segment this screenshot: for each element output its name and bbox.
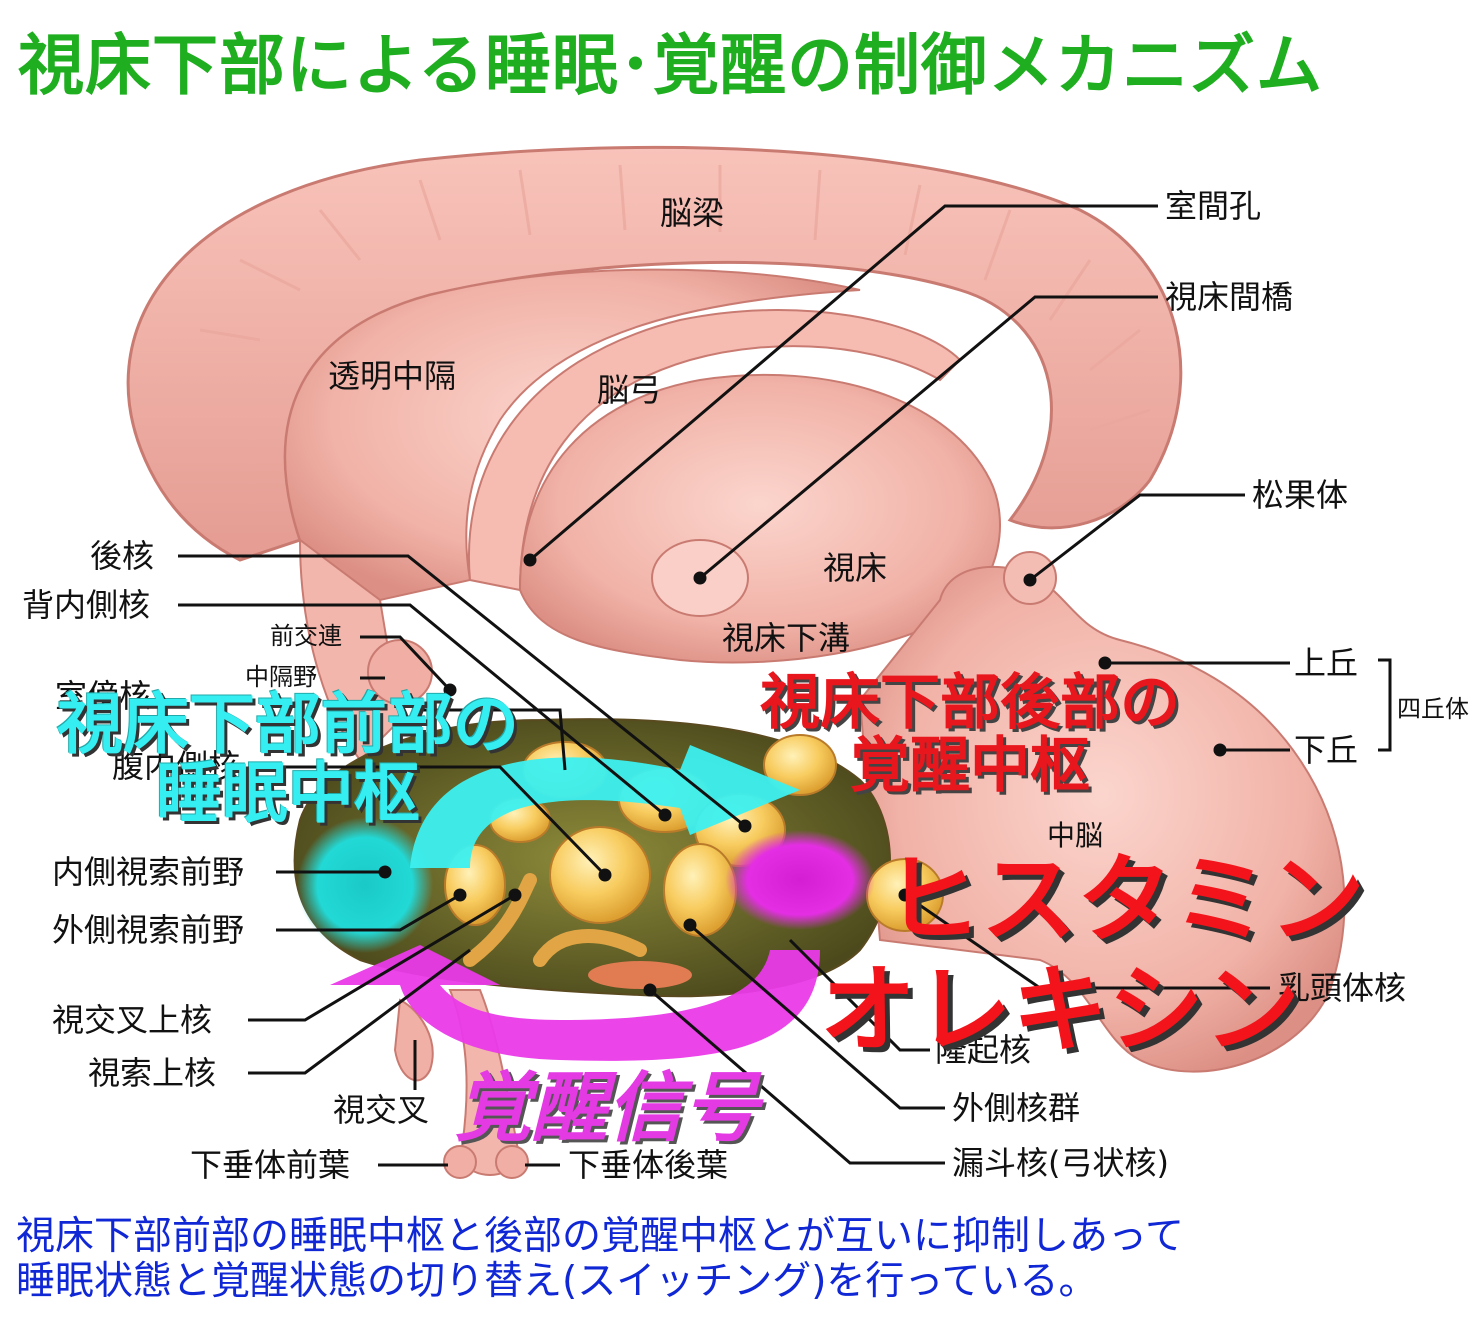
label-fornix: 脳弓 xyxy=(597,371,662,409)
label-septum-pellucidum: 透明中隔 xyxy=(328,357,457,395)
wake-center-callout: 視床下部後部の 覚醒中枢 xyxy=(700,672,1240,798)
label-lateral-preoptic-area: 外側視索前野 xyxy=(52,911,245,949)
sleep-center-line1: 視床下部前部の xyxy=(57,686,519,763)
wake-signal-label: 覚醒信号 xyxy=(455,1063,759,1152)
sleep-center-line2: 睡眠中枢 xyxy=(156,755,420,833)
label-septal-area: 中隔野 xyxy=(245,663,317,691)
label-quadrigeminal-body: 四丘体 xyxy=(1397,695,1469,723)
label-optic-chiasm: 視交叉 xyxy=(333,1091,430,1129)
thalamus-shape xyxy=(518,373,1001,664)
label-paraventricular-nucleus: 室傍核 xyxy=(55,677,152,715)
caption-line1: 視床下部前部の睡眠中枢と後部の覚醒中枢とが互いに抑制しあって xyxy=(16,1214,1185,1259)
sleep-center-callout: 視床下部前部の 睡眠中枢 xyxy=(8,690,568,829)
label-thalamus: 視床 xyxy=(823,549,888,587)
label-posterior-nucleus: 後核 xyxy=(90,537,155,575)
label-anterior-pituitary: 下垂体前葉 xyxy=(190,1146,351,1184)
label-infundibular-nucleus: 漏斗核(弓状核) xyxy=(952,1144,1169,1182)
label-suprachiasmatic-nucleus: 視交叉上核 xyxy=(52,1001,213,1039)
histamine-label: ヒスタミン xyxy=(885,844,1365,956)
label-supraoptic-nucleus: 視索上核 xyxy=(88,1054,217,1092)
label-dorsomedial-nucleus: 背内側核 xyxy=(22,586,151,624)
caption-line2: 睡眠状態と覚醒状態の切り替え(スイッチング)を行っている。 xyxy=(16,1258,1098,1304)
label-inferior-colliculus: 下丘 xyxy=(1294,731,1359,769)
label-hypothalamic-sulcus: 視床下溝 xyxy=(722,619,851,657)
label-midbrain: 中脳 xyxy=(1047,819,1104,852)
orexin-label: オレキシン xyxy=(820,954,1300,1066)
label-posterior-pituitary: 下垂体後葉 xyxy=(568,1146,729,1184)
label-anterior-commissure: 前交連 xyxy=(270,622,342,650)
label-mammillary-nucleus: 乳頭体核 xyxy=(1278,969,1407,1007)
label-lateral-nuclei: 外側核群 xyxy=(952,1089,1081,1127)
label-ventromedial-nucleus: 腹内側核 xyxy=(112,747,241,785)
label-medial-preoptic-area: 内側視索前野 xyxy=(52,853,245,891)
sleep-center-marker xyxy=(297,817,433,953)
label-interventricular-foramen: 室間孔 xyxy=(1165,187,1262,225)
wake-center-marker xyxy=(725,830,875,930)
wake-center-line2: 覚醒中枢 xyxy=(850,731,1090,801)
label-tuberal-nucleus: 隆起核 xyxy=(935,1031,1032,1069)
label-corpus-callosum: 脳梁 xyxy=(660,194,725,232)
page-title: 視床下部による睡眠･覚醒の制御メカニズム xyxy=(18,27,1324,104)
label-superior-colliculus: 上丘 xyxy=(1294,644,1359,682)
wake-center-line1: 視床下部後部の xyxy=(760,668,1180,738)
label-pineal-body: 松果体 xyxy=(1252,476,1349,514)
caption: 視床下部前部の睡眠中枢と後部の覚醒中枢とが互いに抑制しあって 睡眠状態と覚醒状態… xyxy=(16,1214,1476,1305)
label-interthalamic-adhesion: 視床間橋 xyxy=(1165,278,1294,316)
